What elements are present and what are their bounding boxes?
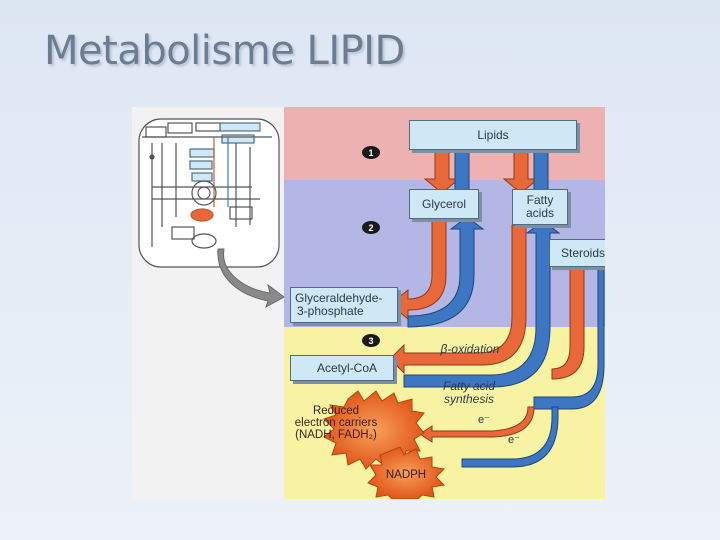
- diagram-canvas: [132, 107, 605, 499]
- reduced-carriers-line1: Reduced: [312, 405, 360, 417]
- arrow-g3p-to-glycerol: [407, 216, 485, 328]
- e-minus-label-1: e⁻: [478, 414, 490, 426]
- steroids-label: Steroids: [560, 245, 605, 260]
- reduced-carriers-line3: (NADH, FADH₂): [295, 429, 377, 441]
- arrow-fatty-acid-synthesis: [403, 220, 561, 388]
- fatty-acid-synthesis-line2: synthesis: [443, 392, 495, 406]
- arrow-electrons-to-carriers: [419, 406, 535, 443]
- slide-title: Metabolisme LIPID: [44, 28, 405, 74]
- nadph-label: NADPH: [385, 469, 427, 481]
- fatty-acids-label-line2: acids: [525, 206, 554, 220]
- fatty-acids-label-line1: Fatty: [526, 193, 554, 207]
- g3p-box: Glyceraldehyde- 3-phosphate: [290, 287, 398, 323]
- arrow-beta-oxidation: [389, 224, 527, 375]
- lipids-box: Lipids: [409, 120, 577, 150]
- step-marker-3: 3: [362, 334, 380, 347]
- g3p-label-line1: Glyceraldehyde-: [295, 291, 383, 305]
- pointer-arrow: [217, 248, 285, 309]
- steroids-box: Steroids: [549, 239, 605, 267]
- fatty-acid-synthesis-label: Fatty acid synthesis: [432, 380, 506, 406]
- fatty-acid-synthesis-line1: Fatty acid: [442, 379, 496, 393]
- e-minus-label-2: e⁻: [508, 434, 520, 446]
- step-marker-1: 1: [362, 146, 380, 159]
- acetyl-coa-label: Acetyl-CoA: [317, 360, 378, 375]
- cell-schematic-icon: [138, 118, 280, 268]
- beta-oxidation-label: β-oxidation: [440, 342, 500, 356]
- nadph-burst: [367, 446, 446, 499]
- step-marker-2: 2: [362, 221, 380, 234]
- lipids-label: Lipids: [477, 127, 509, 142]
- glycerol-box: Glycerol: [409, 189, 479, 219]
- glycerol-label: Glycerol: [421, 196, 466, 211]
- arrow-nadph-to-synthesis: [461, 406, 559, 468]
- acetyl-coa-box: Acetyl-CoA: [290, 355, 394, 381]
- lipid-metabolism-figure: 1 2 3 Lipids Glycerol Fatty acids Steroi…: [132, 107, 605, 499]
- fatty-acids-box: Fatty acids: [512, 189, 568, 225]
- g3p-label-line2: 3-phosphate: [297, 304, 364, 318]
- reduced-carriers-label: Reduced electron carriers (NADH, FADH₂): [288, 405, 384, 441]
- reduced-carriers-line2: electron carriers: [294, 417, 378, 429]
